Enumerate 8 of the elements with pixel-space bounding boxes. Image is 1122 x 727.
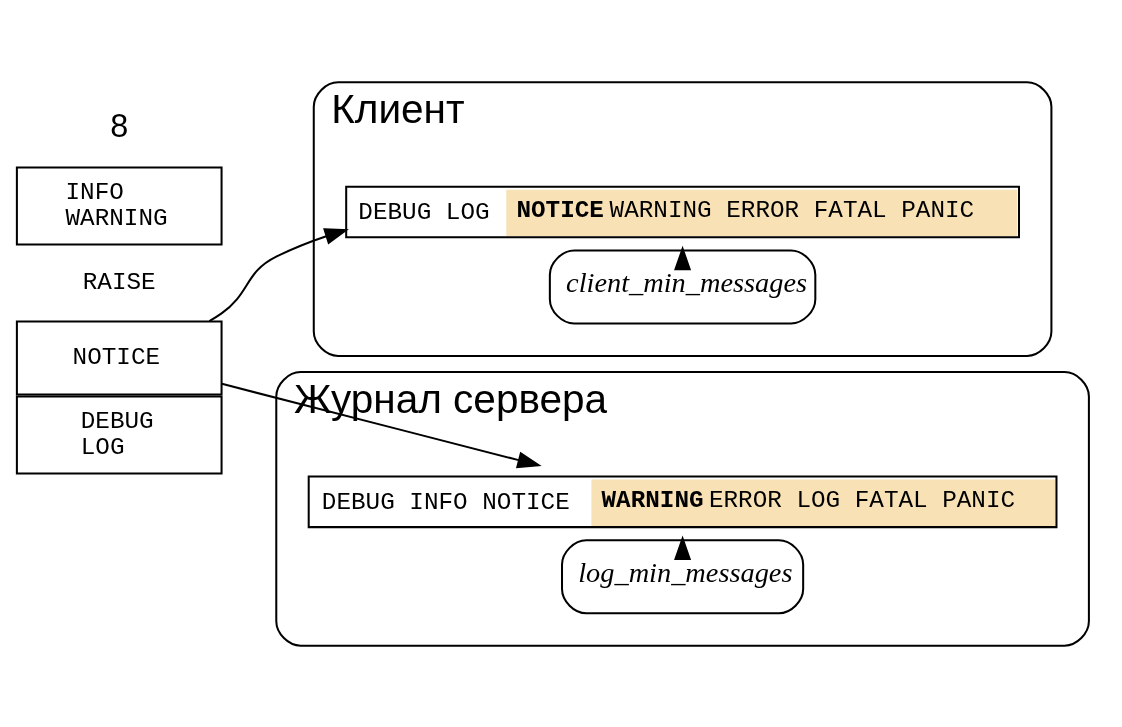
node-box: DEBUG LOG bbox=[15, 394, 223, 474]
label: 8 bbox=[110, 107, 129, 144]
arrow bbox=[674, 245, 692, 270]
node-box: NOTICE bbox=[15, 319, 223, 395]
node-box: INFO WARNING bbox=[15, 165, 223, 245]
arrow bbox=[208, 227, 349, 322]
node-label: RAISE bbox=[82, 268, 156, 296]
arrow bbox=[221, 382, 542, 468]
